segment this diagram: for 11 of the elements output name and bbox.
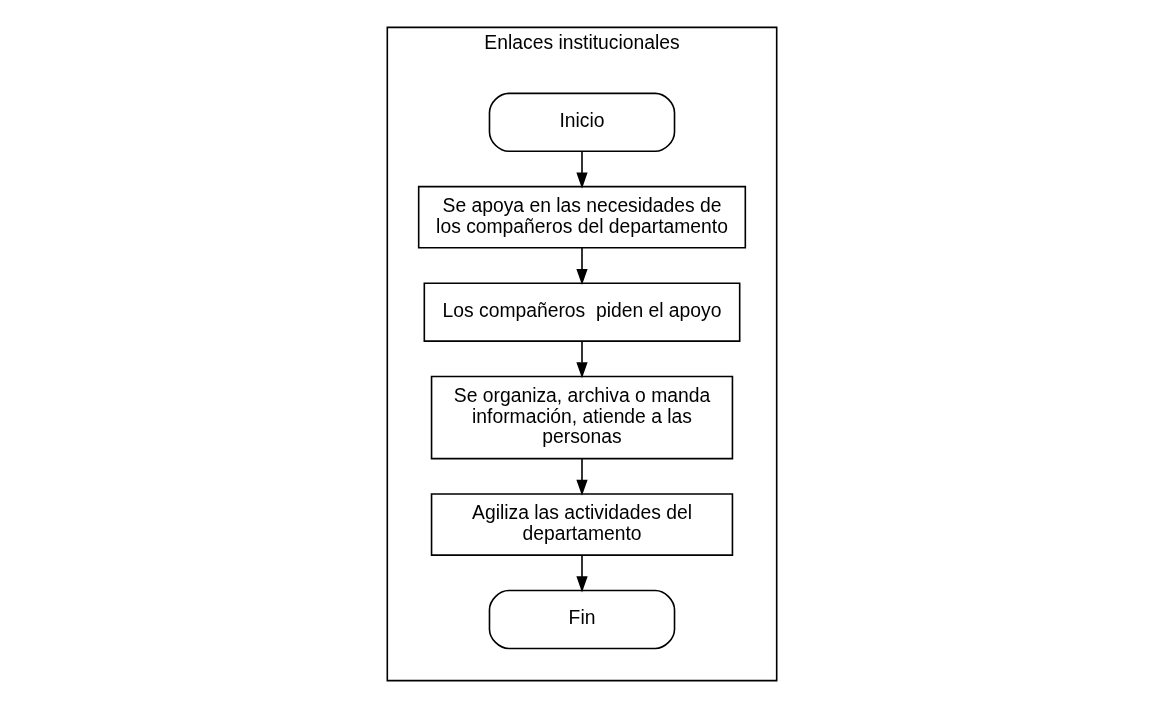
node-box: Fin: [488, 589, 675, 650]
node-box: Se organiza, archiva o manda información, atiende a las personas: [430, 375, 733, 460]
node-box: Los compañeros piden el apoyo: [423, 282, 740, 342]
node-box: Agiliza las actividades del departamento: [430, 493, 733, 556]
arrow: [575, 340, 588, 379]
arrow: [575, 247, 588, 286]
node-box: Se apoya en las necesidades de los compañeros del departamento: [417, 185, 746, 249]
node-box: Inicio: [488, 92, 675, 153]
arrow: [575, 458, 588, 496]
arrow: [575, 554, 588, 593]
arrow: [575, 150, 588, 189]
